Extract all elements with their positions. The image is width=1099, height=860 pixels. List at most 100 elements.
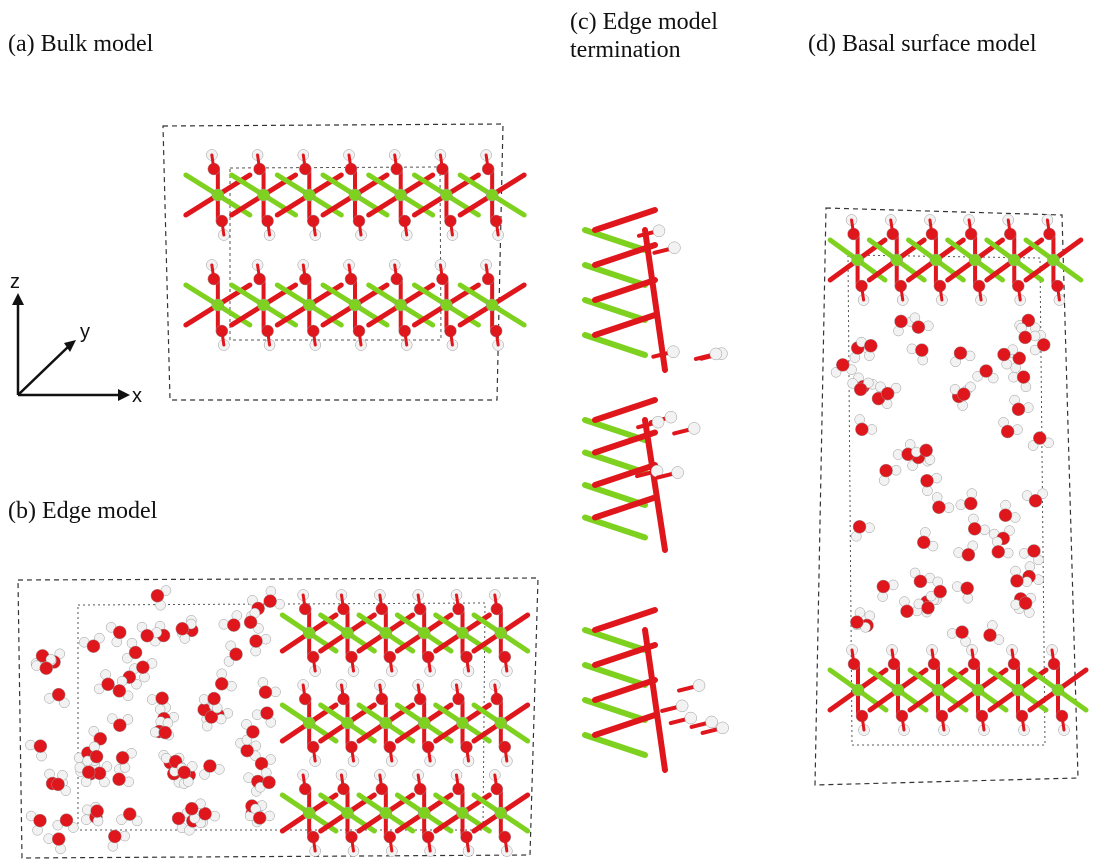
bond	[503, 745, 509, 763]
oxygen-atom	[916, 535, 931, 550]
oxygen-atom	[112, 684, 127, 698]
bond	[582, 514, 648, 541]
bond	[426, 835, 432, 853]
bond	[357, 219, 363, 237]
bond	[503, 835, 509, 853]
oxygen-atom	[203, 759, 217, 773]
metal-atom	[341, 716, 354, 730]
edge-termination-fragments	[582, 207, 729, 773]
bond	[357, 329, 363, 347]
oxygen-atom	[967, 522, 982, 536]
metal-atom	[931, 683, 945, 697]
bond	[493, 593, 499, 611]
oxygen-atom	[246, 725, 260, 739]
axis-x-label: x	[132, 385, 142, 407]
oxygen-atom	[979, 364, 993, 378]
oxygen-atom	[33, 813, 47, 828]
oxygen-atom	[258, 685, 273, 699]
metal-atom	[379, 806, 393, 820]
bond	[378, 773, 384, 791]
oxygen-atom	[1027, 544, 1041, 558]
bond	[1010, 648, 1016, 666]
bond	[484, 153, 490, 171]
termination-atoms	[582, 207, 729, 773]
metal-atom	[394, 188, 407, 202]
hydrogen-atom	[684, 711, 698, 725]
bond	[378, 593, 384, 611]
oxygen-atom	[81, 765, 96, 779]
metal-atom	[968, 253, 982, 267]
metal-atom	[494, 806, 508, 820]
bond	[1020, 714, 1026, 732]
bond	[582, 227, 648, 253]
metal-atom	[971, 683, 985, 697]
oxygen-atom	[1010, 574, 1024, 588]
hydrogen-atom	[668, 241, 681, 255]
metal-atom	[257, 188, 270, 202]
oxygen-atom	[933, 584, 947, 599]
metal-atom	[851, 683, 865, 697]
oxygen-atom	[150, 588, 165, 603]
bond	[493, 773, 499, 791]
axes-indicator: z y x	[10, 271, 142, 407]
metal-atom	[379, 626, 393, 640]
bond	[642, 627, 668, 773]
oxygen-atom	[227, 618, 241, 632]
metal-atom	[348, 188, 362, 202]
metal-atom	[494, 626, 508, 640]
bond	[426, 655, 432, 673]
oxygen-atom	[249, 634, 263, 648]
bulk-atoms	[183, 149, 527, 351]
bond	[582, 262, 648, 288]
oxygen-atom	[1021, 313, 1036, 328]
oxygen-atom	[879, 463, 893, 478]
metal-atom	[394, 298, 407, 312]
oxygen-atom	[957, 387, 971, 401]
bond	[592, 207, 658, 233]
edge-atoms	[25, 585, 531, 857]
hydrogen-atom	[716, 721, 729, 735]
panel-d-label: (d) Basal surface model	[808, 31, 1037, 57]
bond	[1016, 284, 1022, 302]
bond	[900, 714, 906, 732]
oxygen-atom	[93, 732, 108, 746]
panel-a-label: (a) Bulk model	[8, 31, 154, 57]
bond	[889, 218, 895, 236]
bond	[484, 263, 490, 281]
bond	[977, 284, 983, 302]
oxygen-atom	[932, 500, 946, 515]
metal-atom	[1047, 253, 1060, 267]
metal-atom	[302, 806, 316, 820]
metal-atom	[891, 683, 905, 697]
oxygen-atom	[921, 601, 935, 615]
panel-c-label-line2: termination	[570, 37, 681, 63]
metal-atom	[456, 626, 469, 640]
bond	[393, 263, 399, 281]
oxygen-atom	[171, 811, 186, 826]
hydrogen-atom	[671, 466, 684, 479]
bond	[301, 593, 307, 611]
metal-atom	[456, 806, 469, 820]
bond	[940, 714, 946, 732]
oxygen-atom	[953, 346, 968, 360]
oxygen-atom	[260, 706, 274, 720]
metal-atom	[485, 188, 499, 202]
oxygen-atom	[1016, 370, 1031, 384]
metal-atom	[1051, 683, 1065, 697]
oxygen-atom	[229, 647, 243, 662]
oxygen-atom	[1011, 402, 1026, 417]
oxygen-atom	[252, 811, 267, 825]
bond	[403, 219, 409, 237]
oxygen-atom	[920, 473, 934, 488]
bond	[266, 219, 272, 237]
oxygen-atom	[915, 343, 929, 357]
oxygen-atom	[997, 347, 1011, 362]
bond	[311, 745, 317, 763]
oxygen-atom	[991, 545, 1006, 559]
oxygen-atom	[90, 804, 104, 818]
oxygen-atom	[1018, 330, 1032, 345]
oxygen-atom	[122, 807, 137, 821]
oxygen-atom	[214, 677, 229, 691]
bond	[350, 835, 355, 853]
